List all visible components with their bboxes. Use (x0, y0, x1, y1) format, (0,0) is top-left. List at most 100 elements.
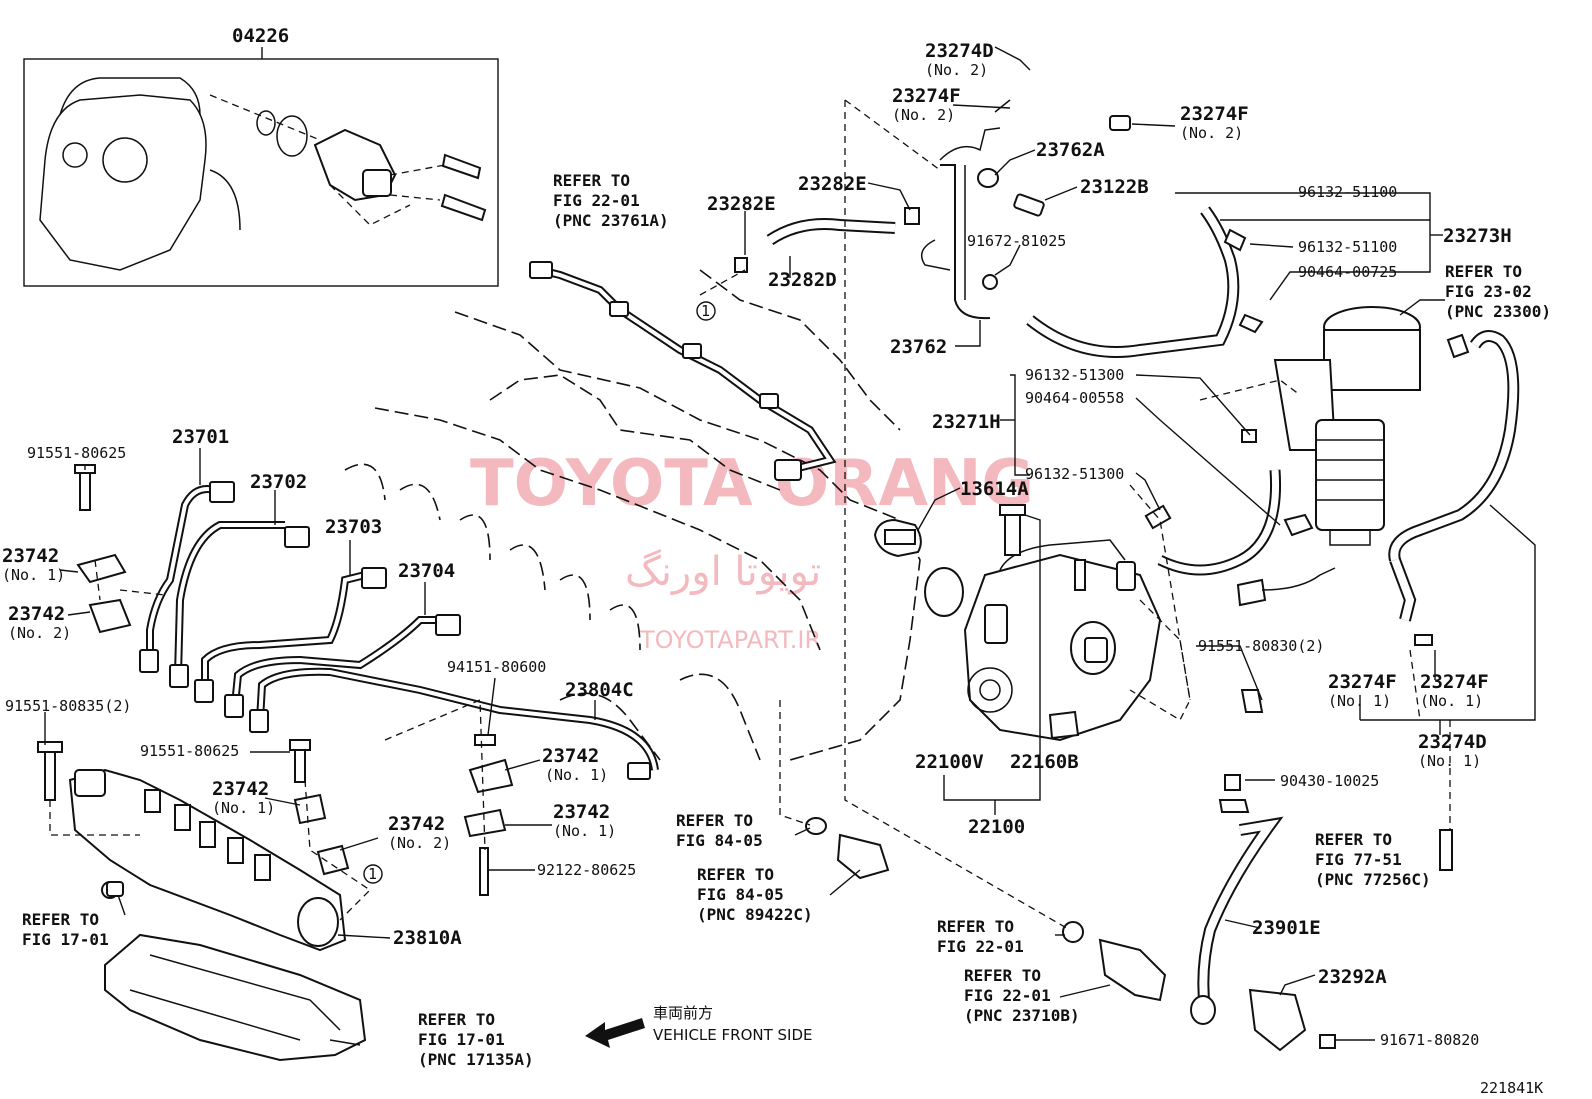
refer-line: FIG 22-01 (553, 191, 640, 210)
sensor-13614A (873, 518, 922, 558)
fuel-filter (1144, 306, 1520, 622)
refer-line: REFER TO (964, 966, 1041, 985)
label-23274D-no2: 23274D (925, 40, 994, 62)
label-91672-81025: 91672-81025 (967, 232, 1066, 250)
label-91551-80835: 91551-80835(2) (5, 697, 131, 715)
engine-block-outline (344, 269, 921, 761)
pressure-regulator-box (23, 58, 499, 287)
refer-line: (PNC 77256C) (1315, 870, 1431, 889)
label-22100: 22100 (968, 816, 1025, 838)
label-91551-80625-a: 91551-80625 (27, 444, 126, 462)
label-23274D-no1-sub: (No. 1) (1418, 752, 1481, 770)
watermark-persian: تویوتا اورنگ (625, 549, 821, 595)
refer-line: FIG 22-01 (964, 986, 1051, 1005)
label-23274F-no2-right-sub: (No. 2) (1180, 124, 1243, 142)
leader-lines (44, 46, 1536, 1046)
refer-line: (PNC 89422C) (697, 905, 813, 924)
refer-fig-17-01[interactable]: REFER TO FIG 17-01 (22, 910, 109, 949)
label-23901E: 23901E (1252, 917, 1321, 939)
label-23282E-a: 23282E (798, 173, 867, 195)
label-23742-no2-b: 23742 (388, 813, 445, 835)
label-91551-80830: 91551-80830(2) (1198, 637, 1324, 655)
refer-fig-84-05-pnc-89422c[interactable]: REFER TO FIG 84-05 (PNC 89422C) (697, 865, 813, 924)
refer-line: FIG 17-01 (22, 930, 109, 949)
label-23742-no1-a-sub: (No. 1) (2, 566, 65, 584)
label-23292A: 23292A (1318, 966, 1387, 988)
relation-lines (49, 99, 1451, 931)
label-23810A: 23810A (393, 927, 462, 949)
refer-line: REFER TO (937, 917, 1014, 936)
label-96132-51300-a: 96132-51300 (1025, 366, 1124, 384)
label-23762: 23762 (890, 336, 947, 358)
refer-fig-22-01[interactable]: REFER TO FIG 22-01 (937, 917, 1024, 956)
refer-line: REFER TO (1445, 262, 1522, 281)
label-23274F-no1-b: 23274F (1420, 671, 1489, 693)
label-96132-51300-b: 96132-51300 (1025, 465, 1124, 483)
front-arrow-icon (585, 1018, 645, 1048)
label-23762A: 23762A (1036, 139, 1105, 161)
watermark: TOYOTA ORANG تویوتا اورنگ TOYOTAPART.IR (470, 447, 1034, 654)
label-04226: 04226 (232, 25, 289, 47)
refer-fig-84-05[interactable]: REFER TO FIG 84-05 (676, 811, 763, 850)
refer-fig-22-01-pnc-23710b[interactable]: REFER TO FIG 22-01 (PNC 23710B) (964, 966, 1080, 1025)
diagram-id: 221841K (1480, 1079, 1543, 1097)
sensors-bottom (805, 817, 1167, 1002)
label-23701: 23701 (172, 426, 229, 448)
refer-line: REFER TO (553, 171, 630, 190)
label-91671-80820: 91671-80820 (1380, 1031, 1479, 1049)
label-23804C: 23804C (565, 679, 634, 701)
marker-1-bottom: 1 (368, 865, 377, 883)
circle-marker-1: 1 1 (363, 301, 716, 884)
label-23122B: 23122B (1080, 176, 1149, 198)
refer-notes[interactable]: REFER TO FIG 22-01 (PNC 23761A) REFER TO… (22, 171, 1551, 1069)
leak-line (529, 261, 837, 481)
vehicle-front-jp: 車両前方 (653, 1004, 713, 1022)
refer-line: REFER TO (22, 910, 99, 929)
refer-line: (PNC 23710B) (964, 1006, 1080, 1025)
label-92122-80625: 92122-80625 (537, 861, 636, 879)
label-23274F-no2-left: 23274F (892, 85, 961, 107)
part-labels: 04226 23274D (No. 2) 23274F (No. 2) 2327… (2, 25, 1543, 1097)
label-23742-no2-a-sub: (No. 2) (8, 624, 71, 642)
hose-assemblies (734, 59, 1264, 358)
refer-fig-22-01-pnc-23761a[interactable]: REFER TO FIG 22-01 (PNC 23761A) (553, 171, 669, 230)
label-13614A: 13614A (960, 478, 1029, 500)
label-23742-no1-d: 23742 (553, 801, 610, 823)
label-23274F-no2-right: 23274F (1180, 103, 1249, 125)
label-23742-no1-d-sub: (No. 1) (553, 822, 616, 840)
label-23271H: 23271H (932, 411, 1001, 433)
label-94151-80600: 94151-80600 (447, 658, 546, 676)
label-91551-80625-b: 91551-80625 (140, 742, 239, 760)
refer-fig-17-01-pnc-17135a[interactable]: REFER TO FIG 17-01 (PNC 17135A) (418, 1010, 534, 1069)
label-23274F-no1-a-sub: (No. 1) (1328, 692, 1391, 710)
label-23703: 23703 (325, 516, 382, 538)
refer-fig-23-02-pnc-23300[interactable]: REFER TO FIG 23-02 (PNC 23300) (1445, 262, 1551, 321)
refer-line: (PNC 17135A) (418, 1050, 534, 1069)
refer-fig-77-51-pnc-77256c[interactable]: REFER TO FIG 77-51 (PNC 77256C) (1315, 830, 1431, 889)
label-23274F-no2-left-sub: (No. 2) (892, 106, 955, 124)
vehicle-front-en: VEHICLE FRONT SIDE (653, 1026, 813, 1044)
label-96132-51100-a: 96132-51100 (1298, 183, 1397, 201)
marker-1-top: 1 (701, 302, 710, 320)
vehicle-front-indicator: 車両前方 VEHICLE FRONT SIDE (585, 1004, 813, 1048)
refer-line: FIG 23-02 (1445, 282, 1532, 301)
label-90430-10025: 90430-10025 (1280, 772, 1379, 790)
refer-line: REFER TO (676, 811, 753, 830)
refer-line: FIG 17-01 (418, 1030, 505, 1049)
label-23282E-b: 23282E (707, 193, 776, 215)
supply-pump (924, 484, 1191, 742)
label-22160B: 22160B (1010, 751, 1079, 773)
label-23273H: 23273H (1443, 225, 1512, 247)
refer-line: FIG 22-01 (937, 937, 1024, 956)
label-23742-no2-b-sub: (No. 2) (388, 834, 451, 852)
refer-line: REFER TO (697, 865, 774, 884)
watermark-brand: TOYOTA ORANG (470, 447, 1034, 521)
hose-23901E (1190, 634, 1453, 1052)
watermark-site: TOYOTAPART.IR (639, 626, 821, 654)
label-23274D-no2-sub: (No. 2) (925, 61, 988, 79)
refer-line: REFER TO (1315, 830, 1392, 849)
label-90464-00725: 90464-00725 (1298, 263, 1397, 281)
injection-pipes (139, 481, 659, 780)
label-23282D: 23282D (768, 269, 837, 291)
